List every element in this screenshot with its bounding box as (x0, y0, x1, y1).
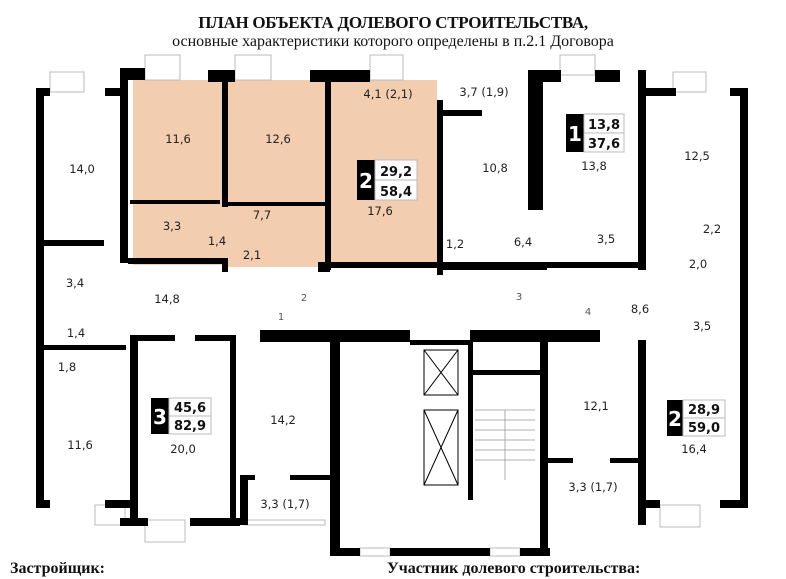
room-area: 14,0 (69, 162, 95, 176)
badge-rooms: 2 (668, 407, 682, 431)
room-area: 1,4 (67, 326, 85, 340)
apartment-badge: 2 29,2 58,4 (357, 159, 418, 201)
badge-living-area: 28,9 (688, 403, 720, 418)
room-area: 3,7 (1,9) (459, 85, 508, 99)
badge-total-area: 82,9 (174, 419, 206, 434)
room-area: 11,6 (165, 132, 191, 146)
stairs (475, 409, 535, 480)
room-area: 7,7 (253, 208, 271, 222)
badge-living-area: 29,2 (380, 165, 412, 180)
room-area: 20,0 (170, 442, 196, 456)
apartment-badge: 2 28,9 59,0 (667, 399, 726, 437)
elevator-shafts (423, 349, 459, 486)
room-area: 12,6 (265, 132, 291, 146)
room-area: 11,6 (67, 438, 93, 452)
door-number: 3 (516, 292, 522, 303)
room-area: 1,2 (446, 237, 464, 251)
room-area: 2,2 (703, 222, 721, 236)
badge-total-area: 58,4 (380, 185, 412, 200)
apartment-badge: 3 45,6 82,9 (151, 397, 212, 435)
room-area: 14,2 (270, 413, 296, 427)
room-area: 3,3 (163, 219, 181, 233)
room-area: 8,6 (631, 302, 649, 316)
apartment-badge: 1 13,8 37,6 (566, 113, 625, 153)
room-area: 4,1 (2,1) (363, 87, 412, 101)
room-area: 2,0 (689, 257, 707, 271)
developer-label: Застройщик: (10, 560, 105, 577)
badge-rooms: 2 (359, 169, 373, 193)
room-area: 16,4 (681, 442, 707, 456)
room-area: 13,8 (581, 159, 607, 173)
room-area: 3,5 (597, 232, 615, 246)
badge-rooms: 3 (153, 405, 167, 429)
door-number: 4 (585, 307, 591, 318)
room-area: 2,1 (243, 248, 261, 262)
participant-label: Участник долевого строительства: (387, 560, 641, 577)
plan-title: ПЛАН ОБЪЕКТА ДОЛЕВОГО СТРОИТЕЛЬСТВА, (198, 13, 588, 32)
room-area: 3,3 (1,7) (568, 480, 617, 494)
room-area: 12,1 (583, 399, 609, 413)
walls (36, 68, 748, 556)
badge-living-area: 13,8 (588, 118, 620, 133)
badge-rooms: 1 (568, 122, 582, 146)
door-number: 2 (301, 293, 307, 304)
room-area: 12,5 (684, 149, 710, 163)
room-area: 14,8 (154, 292, 180, 306)
room-area: 1,8 (58, 360, 76, 374)
badge-total-area: 37,6 (588, 137, 620, 152)
badge-living-area: 45,6 (174, 401, 206, 416)
room-area: 17,6 (367, 204, 393, 218)
room-area: 6,4 (514, 235, 532, 249)
room-area: 1,4 (208, 234, 226, 248)
room-area: 10,8 (482, 161, 508, 175)
room-area: 3,5 (693, 319, 711, 333)
room-area: 3,3 (1,7) (260, 497, 309, 511)
plan-subtitle: основные характеристики которого определ… (172, 33, 614, 50)
room-area: 3,4 (66, 276, 84, 290)
door-number: 1 (278, 312, 284, 323)
badge-total-area: 59,0 (688, 421, 720, 436)
